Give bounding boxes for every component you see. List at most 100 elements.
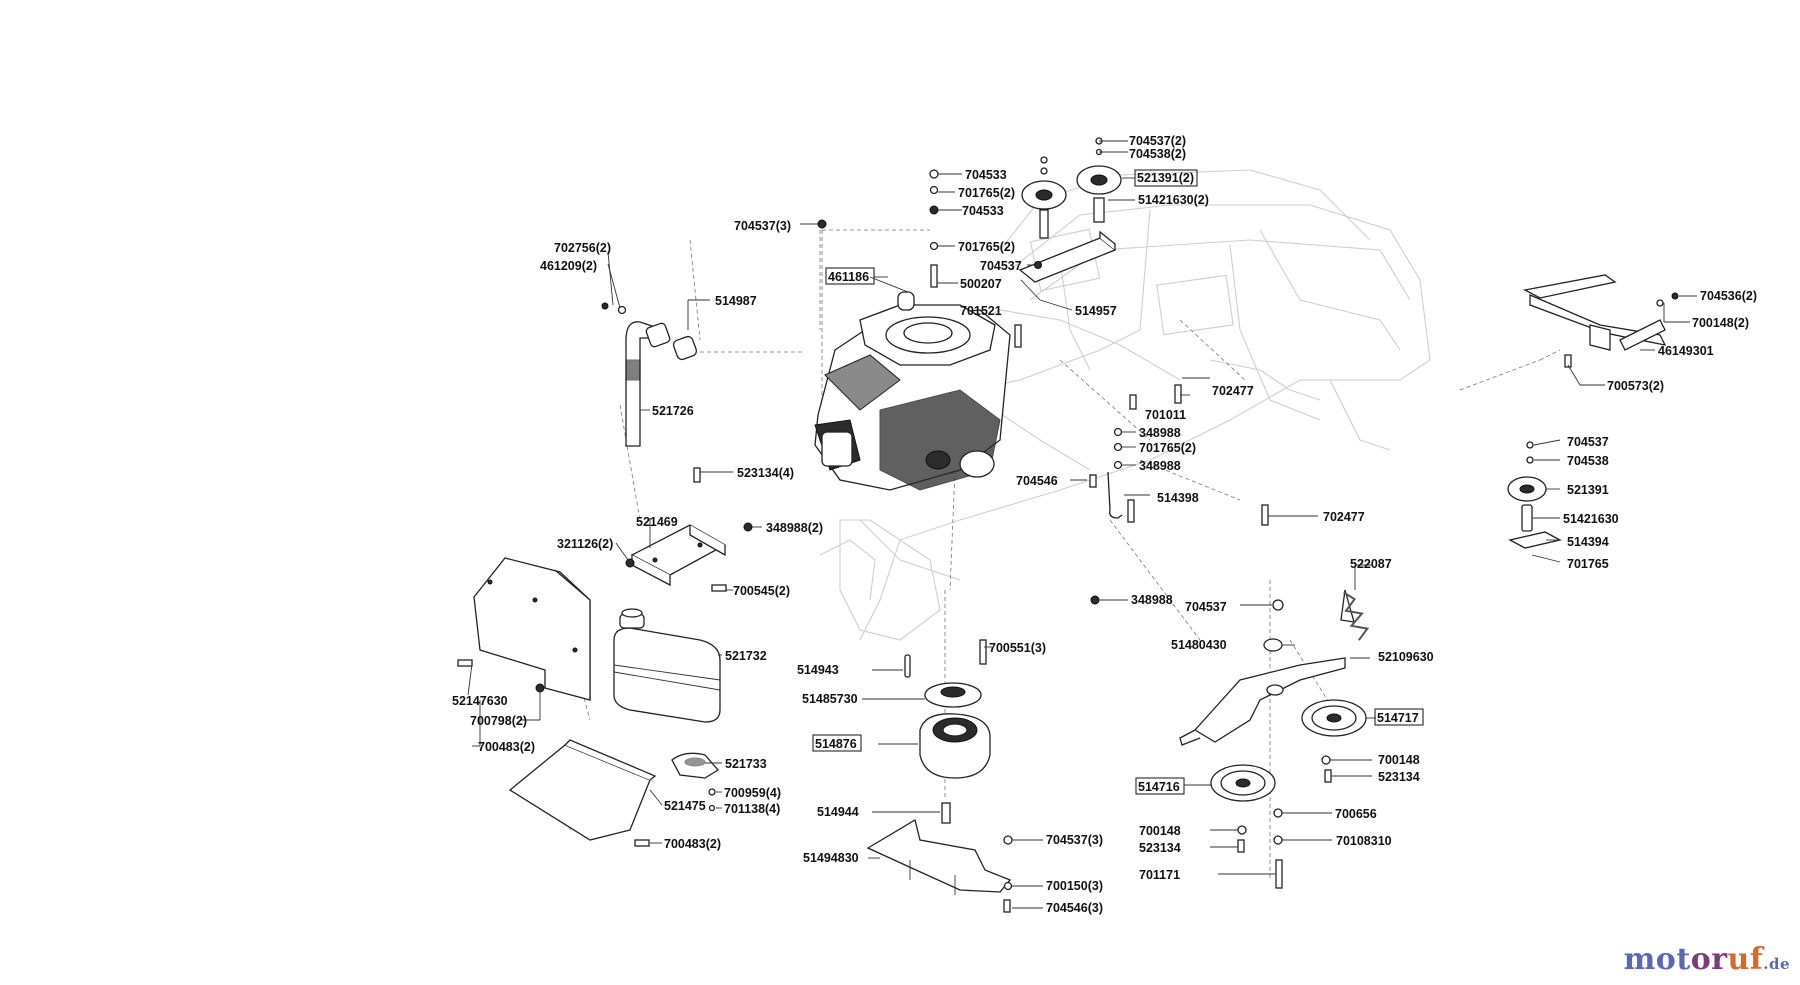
part-label: 514398 <box>1157 491 1199 505</box>
part-label: 700798(2) <box>470 714 527 728</box>
part-label: 514943 <box>797 663 839 677</box>
part-label: 702756(2) <box>554 241 611 255</box>
part-label: 704537(2) <box>1129 134 1186 148</box>
part-label: 700483(2) <box>478 740 535 754</box>
part-label: 51421630(2) <box>1138 193 1209 207</box>
part-label: 514987 <box>715 294 757 308</box>
part-label: 701765(2) <box>958 186 1015 200</box>
part-label: 52109630 <box>1378 650 1434 664</box>
hardware-fasteners <box>457 169 1572 913</box>
part-label: 704538(2) <box>1129 147 1186 161</box>
exhaust-pipe <box>601 302 698 447</box>
leader-lines <box>467 140 1697 909</box>
idler-pulley-large-left <box>1210 764 1276 802</box>
part-label: 700551(3) <box>989 641 1046 655</box>
part-label: 704546 <box>1016 474 1058 488</box>
idler-pulley-large-right <box>1301 699 1367 737</box>
part-label: 700545(2) <box>733 584 790 598</box>
part-label: 704537 <box>980 259 1022 273</box>
part-label: 521732 <box>725 649 767 663</box>
part-label: 521391 <box>1567 483 1609 497</box>
part-label: 704537 <box>1567 435 1609 449</box>
part-label: 51421630 <box>1563 512 1619 526</box>
part-label: 523134 <box>1378 770 1420 784</box>
part-label: 701765 <box>1567 557 1609 571</box>
top-idler-pulleys <box>1018 137 1122 283</box>
part-label: 700148(2) <box>1692 316 1749 330</box>
part-label-box <box>1374 708 1424 726</box>
muffler <box>613 608 721 723</box>
logo-text-part3: uf <box>1727 942 1764 977</box>
part-label: 704533 <box>965 168 1007 182</box>
part-label: 701765(2) <box>1139 441 1196 455</box>
logo-suffix: .de <box>1763 955 1790 973</box>
part-label: 500207 <box>960 277 1002 291</box>
part-label: 704536(2) <box>1700 289 1757 303</box>
logo-text-part1: mot <box>1623 942 1691 977</box>
part-label: 700150(3) <box>1046 879 1103 893</box>
part-label: 51494830 <box>803 851 859 865</box>
part-label: 701765(2) <box>958 240 1015 254</box>
part-label-box <box>825 267 875 285</box>
part-label: 521733 <box>725 757 767 771</box>
part-label: 523134(4) <box>737 466 794 480</box>
part-label: 51480430 <box>1171 638 1227 652</box>
part-label: 321126(2) <box>557 537 613 551</box>
part-label: 521475 <box>664 799 706 813</box>
part-label: 348988 <box>1139 459 1181 473</box>
part-label: 701521 <box>960 304 1002 318</box>
engine <box>814 276 1011 491</box>
part-label: 701138(4) <box>724 802 780 816</box>
part-label: 70108310 <box>1336 834 1392 848</box>
part-label: 521726 <box>652 404 694 418</box>
part-label: 704537(3) <box>1046 833 1103 847</box>
part-label: 700148 <box>1378 753 1420 767</box>
muffler-outlet <box>671 752 719 779</box>
part-label: 521391(2) <box>1137 171 1194 185</box>
part-label-box <box>812 734 862 752</box>
part-label: 46149301 <box>1658 344 1714 358</box>
part-label: 348988 <box>1139 426 1181 440</box>
part-label: 514957 <box>1075 304 1117 318</box>
part-label: 704546(3) <box>1046 901 1103 915</box>
part-label: 704537(3) <box>734 219 791 233</box>
logo-text-part2: or <box>1690 942 1728 977</box>
part-label: 514716 <box>1138 780 1180 794</box>
part-label: 701171 <box>1139 868 1180 882</box>
part-label: 700573(2) <box>1607 379 1664 393</box>
part-number-labels: 704537(2) 704538(2) 521391(2) 51421630(2… <box>452 134 1757 915</box>
pto-clutch <box>904 654 991 824</box>
part-label: 704537 <box>1185 600 1227 614</box>
part-label: 700483(2) <box>664 837 721 851</box>
part-label: 700148 <box>1139 824 1181 838</box>
part-label: 700656 <box>1335 807 1377 821</box>
part-label: 348988(2) <box>766 521 823 535</box>
part-label: 701011 <box>1145 408 1186 422</box>
part-label-box <box>1134 169 1198 187</box>
part-label: 702477 <box>1212 384 1254 398</box>
right-bracket-assembly <box>1523 274 1679 351</box>
heat-shield <box>473 557 591 701</box>
part-label: 514944 <box>817 805 859 819</box>
part-label: 514876 <box>815 737 857 751</box>
motoruf-logo: motoruf.de <box>1624 942 1790 977</box>
part-label: 700959(4) <box>724 786 781 800</box>
part-label: 523134 <box>1139 841 1181 855</box>
part-label-box <box>1135 777 1185 795</box>
part-label: 704538 <box>1567 454 1609 468</box>
part-label: 51485730 <box>802 692 858 706</box>
part-label: 514394 <box>1567 535 1609 549</box>
part-label: 348988 <box>1131 593 1173 607</box>
part-label: 521469 <box>636 515 678 529</box>
right-idler-pulley <box>1507 441 1562 549</box>
part-label: 514717 <box>1377 711 1419 725</box>
clutch-bracket <box>866 818 1012 895</box>
part-label: 702477 <box>1323 510 1365 524</box>
part-label: 704533 <box>962 204 1004 218</box>
part-label: 522087 <box>1350 557 1392 571</box>
muffler-plate <box>508 739 657 841</box>
part-label: 461209(2) <box>540 259 597 273</box>
part-label: 52147630 <box>452 694 508 708</box>
part-label: 461186 <box>828 270 869 284</box>
